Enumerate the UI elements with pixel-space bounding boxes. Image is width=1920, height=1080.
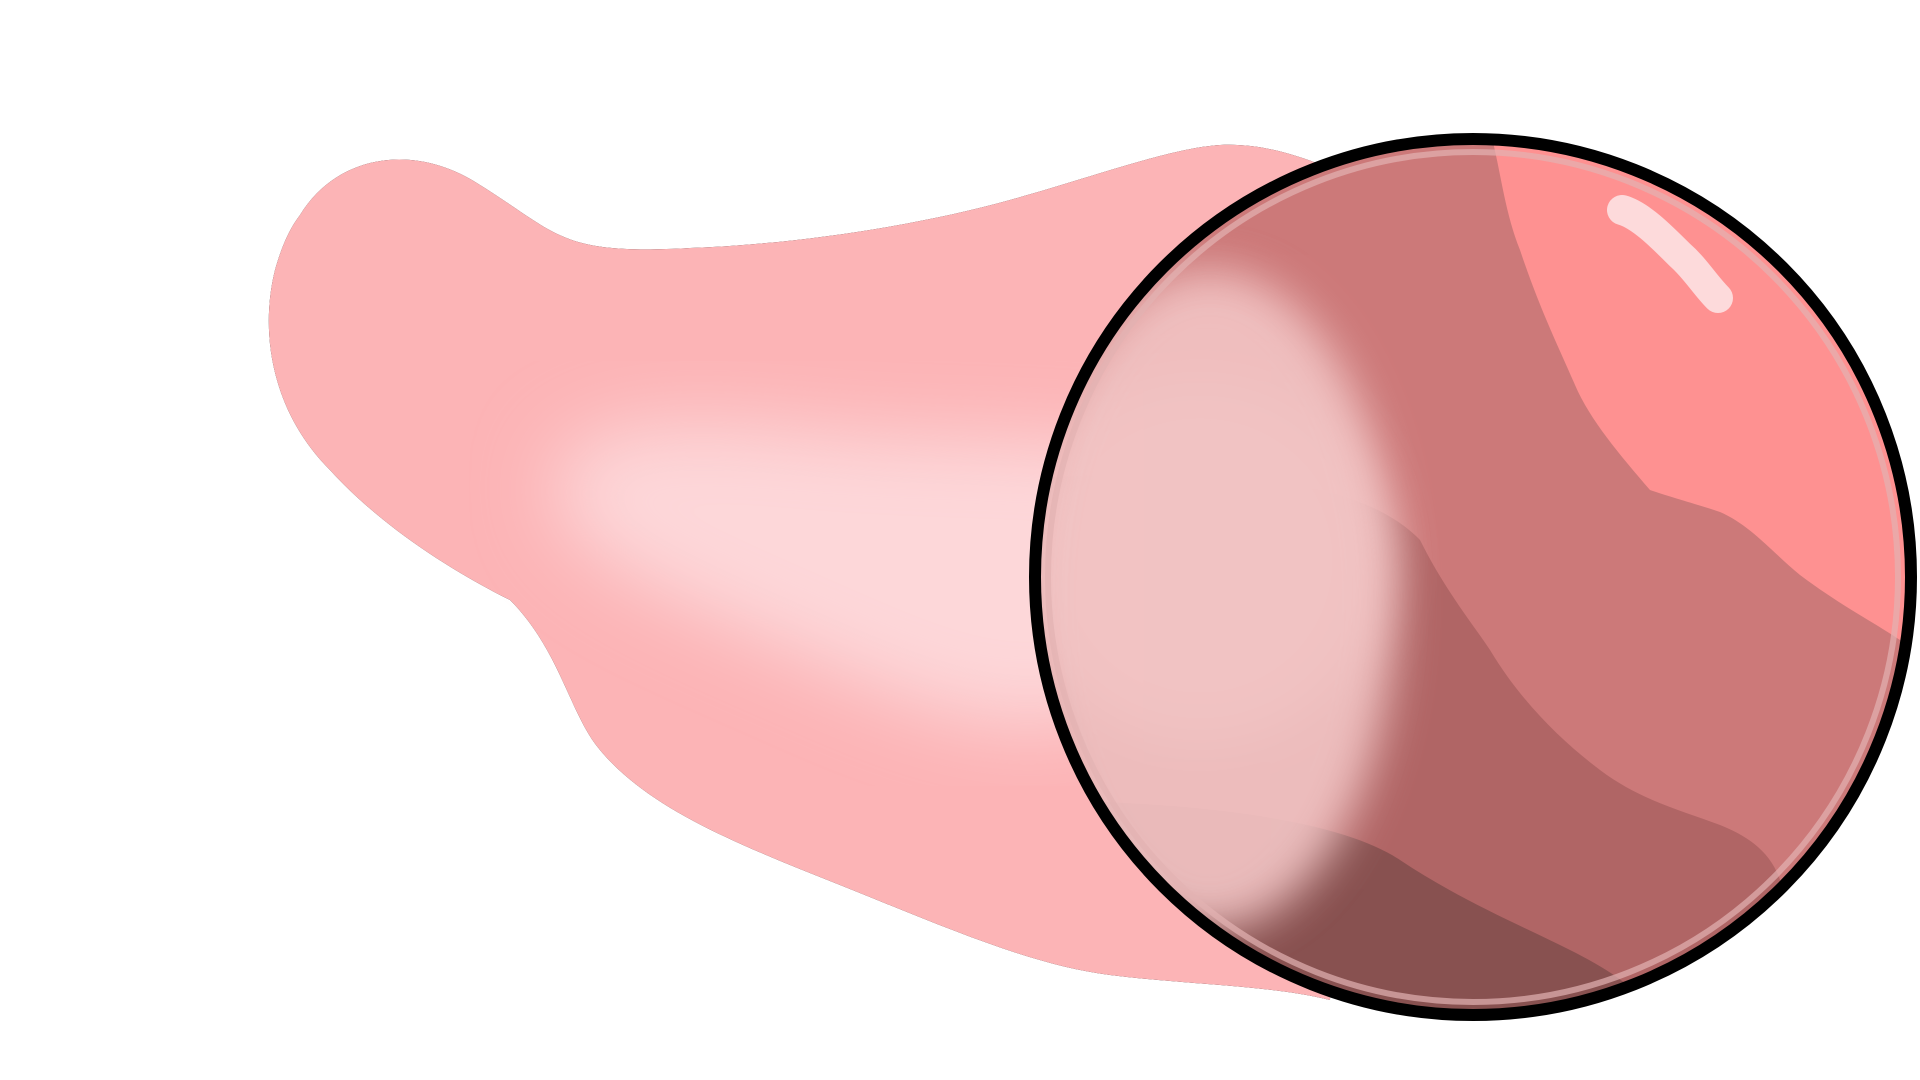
lens-rim	[1029, 133, 1917, 1021]
lens-inner-ring	[1045, 149, 1901, 1005]
lens-glare	[1607, 195, 1733, 313]
magnifying-lens	[1029, 133, 1917, 1021]
